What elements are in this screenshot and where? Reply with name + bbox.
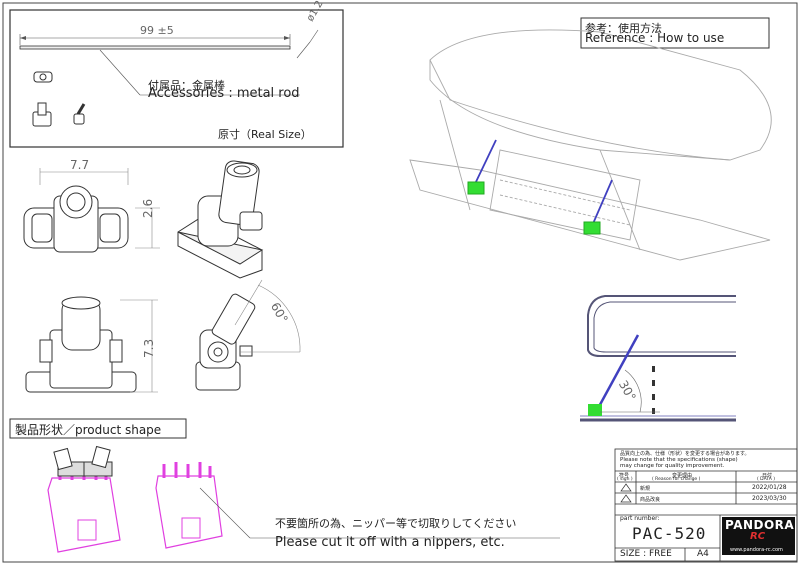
cut-leader xyxy=(199,487,251,539)
wing-assembly-iso xyxy=(409,29,772,261)
col-sign-en: ( sign ) xyxy=(617,477,633,482)
col-date: 日付 xyxy=(762,473,773,479)
size-label: SIZE : FREE xyxy=(620,549,672,559)
logo-main: PANDORA xyxy=(725,518,795,532)
row-2-reason: 商品改良 xyxy=(640,497,661,503)
notice-jp: 品質向上の為、仕様（形状）を変更する場合があります。 xyxy=(620,451,750,457)
row-1-date: 2022/01/28 xyxy=(752,484,787,491)
part-number-label: part number: xyxy=(620,515,660,522)
part-front-view xyxy=(25,296,158,393)
product-shape-label: 製品形状／product shape xyxy=(15,423,162,437)
col-reason-en: ( Reason for change ) xyxy=(652,477,701,482)
metal-rod xyxy=(19,29,319,96)
accessory-label-jp: 付属品：金属棒 xyxy=(148,79,225,92)
accessory-label-en: Accessories : metal rod xyxy=(148,86,300,101)
part-side-view xyxy=(195,279,301,391)
product-shape-box xyxy=(9,418,187,439)
reference-box xyxy=(580,17,770,49)
real-size-parts xyxy=(32,71,86,127)
product-shape-cutaway xyxy=(155,462,223,549)
col-reason: 変更理由 xyxy=(672,473,693,479)
part-top-view xyxy=(23,168,160,253)
real-size-label: 原寸（Real Size） xyxy=(218,128,312,141)
col-date-en: ( DATA ) xyxy=(757,477,775,482)
dim-width: 7.7 xyxy=(70,158,90,172)
col-sign: 符号 xyxy=(619,473,630,479)
product-shape-assembled xyxy=(47,445,121,553)
rod-length-label: 99 ±5 xyxy=(140,24,174,37)
reference-label-en: Reference : How to use xyxy=(585,31,725,45)
part-number: PAC-520 xyxy=(632,524,707,543)
accessory-box xyxy=(9,9,344,148)
logo-sub: RC xyxy=(750,531,766,542)
logo-website: www.pandora-rc.com xyxy=(730,547,783,553)
warning-triangles xyxy=(620,483,632,503)
pandora-logo-bg xyxy=(722,517,795,555)
dim-height-large: 7.3 xyxy=(142,338,156,358)
part-iso-view xyxy=(177,160,264,279)
cut-note-jp: 不要箇所の為、ニッパー等で切取りしてください xyxy=(275,517,517,530)
dim-height-small: 2.6 xyxy=(141,198,155,218)
title-block-grid xyxy=(614,448,798,562)
cut-note-en: Please cut it off with a nippers, etc. xyxy=(275,535,505,550)
usage-cross-section xyxy=(580,295,736,422)
row-2-date: 2023/03/30 xyxy=(752,495,787,502)
notice-en-2: may change for quality improvement. xyxy=(620,463,725,469)
reference-label-jp: 参考：使用方法 xyxy=(585,22,662,35)
paper-size: A4 xyxy=(697,549,709,559)
row-1-reason: 新規 xyxy=(640,486,651,492)
wing-mount-rods xyxy=(467,139,613,235)
notice-en-1: Please note that the specifications (sha… xyxy=(620,457,738,463)
